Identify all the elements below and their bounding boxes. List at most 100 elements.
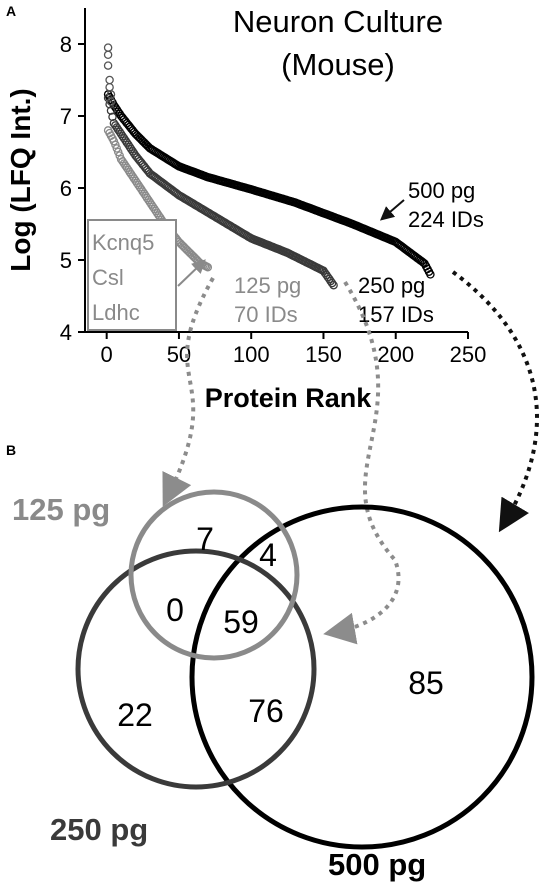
point-125-pg [187,250,197,260]
point-top-ranked-points [103,43,113,52]
point-250-pg [111,121,120,130]
chart-title-line1: Neuron Culture [233,4,443,39]
label-500-line1: 500 pg [408,178,475,203]
panel-a-letter: A [6,3,16,19]
point-500-pg [131,129,140,139]
gene-ldhc: Ldhc [92,300,140,325]
x-tick-label: 0 [101,342,113,367]
point-125-pg [147,200,156,209]
point-125-pg [142,193,152,203]
point-125-pg [181,244,191,254]
point-125-pg [177,240,187,250]
point-250-pg [125,142,135,152]
point-125-pg [184,247,194,257]
point-125-pg [140,189,149,199]
arrow-125-to-venn [162,277,215,507]
point-250-pg [116,129,126,139]
point-250-pg [119,134,129,143]
label-500-arrow [379,199,405,221]
point-125-pg [124,165,133,175]
point-125-pg [126,170,136,179]
point-125-pg [138,187,148,196]
venn-count-125-only: 7 [196,521,214,557]
venn-count-125-500: 4 [259,537,277,573]
x-tick-label: 100 [233,342,270,367]
y-tick-label: 7 [60,104,72,129]
point-500-pg [112,105,122,114]
venn-set-label-500: 500 pg [328,847,426,882]
venn-circle-250 [75,548,317,790]
point-500-pg [134,132,143,142]
venn-count-500-only: 85 [408,665,444,701]
point-125-pg [131,176,140,186]
point-top-ranked-points [103,50,113,60]
gene-box-arrow [177,259,206,287]
point-500-pg [141,139,150,149]
point-125-pg [128,172,137,181]
point-top-ranked-points [103,61,113,70]
arrow-500-to-venn [451,270,539,533]
data-points [103,43,435,290]
point-125-pg [153,208,162,218]
label-500-line2: 224 IDs [408,207,484,232]
gene-kcnq5: Kcnq5 [92,230,154,255]
label-250-line2: 157 IDs [358,302,434,327]
point-125-pg [134,180,143,190]
point-top-ranked-points [106,97,116,106]
point-250-pg [329,280,338,290]
point-250-pg [121,136,130,145]
venn-circle-125 [128,489,300,661]
point-125-pg [121,161,130,170]
x-axis-label: Protein Rank [205,383,373,413]
panel-b-letter: B [6,442,16,458]
point-125-pg [135,183,145,192]
label-125-line2: 70 IDs [234,302,298,327]
venn-count-250-only: 22 [117,697,153,733]
point-125-pg [150,204,159,214]
label-125-line1: 125 pg [234,273,301,298]
gene-box [87,219,177,331]
venn-set-label-250: 250 pg [50,812,148,847]
point-250-pg [109,118,119,128]
point-125-pg [125,167,135,177]
point-top-ranked-points [105,82,114,92]
point-250-pg [327,278,337,288]
y-tick-label: 4 [60,320,72,345]
venn-set-label-125: 125 pg [12,492,110,527]
point-250-pg [113,125,123,134]
point-500-pg [135,134,145,143]
point-500-pg [138,136,148,146]
point-125-pg [145,198,155,207]
point-top-ranked-points [105,75,114,85]
point-125-pg [148,202,158,211]
point-125-pg [186,249,195,258]
point-125-pg [183,246,192,255]
venn-circle-500 [189,504,535,850]
gene-csl: Csl [92,265,124,290]
point-125-pg [154,211,163,220]
y-tick-label: 8 [60,32,72,57]
x-tick-label: 150 [305,342,342,367]
venn-count-250-500: 76 [248,693,284,729]
venn-count-all: 59 [223,604,259,640]
point-125-pg [119,159,129,168]
arrow-250-to-venn [323,280,401,645]
label-250-line1: 250 pg [358,273,425,298]
point-250-pg [112,123,122,132]
point-250-pg [124,140,133,150]
point-250-pg [128,147,137,156]
point-125-pg [118,157,127,166]
chart-title-line2: (Mouse) [281,47,395,82]
plot-axes [84,8,468,333]
point-125-pg [141,191,150,201]
point-250-pg [108,112,117,122]
x-tick-label: 250 [450,342,487,367]
point-250-pg [126,144,136,154]
point-125-pg [179,242,188,251]
y-tick-label: 5 [60,248,72,273]
venn-count-125-250: 0 [166,592,184,628]
point-500-pg [426,270,435,279]
y-axis-label: Log (LFQ Int.) [5,88,36,272]
